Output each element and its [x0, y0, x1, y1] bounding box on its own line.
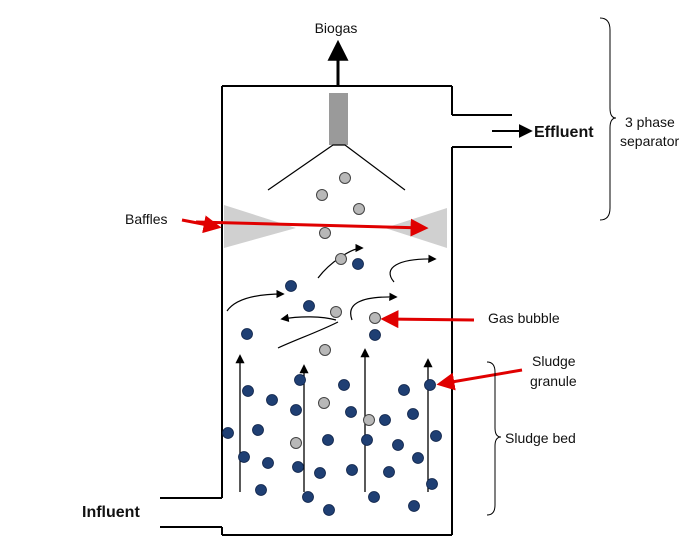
sludge-granule	[430, 430, 442, 442]
sludge-granule	[426, 478, 438, 490]
sludge-granule	[408, 500, 420, 512]
sludge-granule	[290, 404, 302, 416]
sludge-granule	[412, 452, 424, 464]
gas-bubble	[339, 172, 351, 184]
gas-bubbles	[290, 172, 381, 449]
sludge-granule	[398, 384, 410, 396]
sludge-granule	[424, 379, 436, 391]
sludge-granule	[294, 374, 306, 386]
baffle-left	[224, 205, 296, 248]
sludge-granule	[242, 385, 254, 397]
biogas-label: Biogas	[315, 20, 358, 36]
gas-bubble	[363, 414, 375, 426]
baffles-label: Baffles	[125, 211, 168, 227]
sludge-granule	[285, 280, 297, 292]
gas-bubble	[318, 397, 330, 409]
sludge-granule	[345, 406, 357, 418]
separator-label-line2: separator	[620, 133, 679, 149]
swirl-arrow	[226, 289, 285, 312]
sludge-granule	[241, 328, 253, 340]
sludge-granule	[383, 466, 395, 478]
sludge-granule	[302, 491, 314, 503]
separator-brace	[599, 17, 617, 221]
gas-collection-hood	[267, 144, 406, 191]
gas-bubble	[330, 306, 342, 318]
sludge-granule	[266, 394, 278, 406]
sludge-granule	[255, 484, 267, 496]
sludge-granule	[292, 461, 304, 473]
sludge-granule	[392, 439, 404, 451]
granule-pointer-arrow	[436, 368, 523, 391]
sludge-granule	[303, 300, 315, 312]
pointer-arrows	[181, 215, 523, 391]
effluent-label: Effluent	[534, 124, 594, 141]
sludge-granule	[338, 379, 350, 391]
sludge-granule-label-line2: granule	[530, 373, 577, 389]
swirl-arrows	[226, 243, 437, 349]
gas-bubble	[316, 189, 328, 201]
gas-bubble	[335, 253, 347, 265]
gas-bubble	[319, 227, 331, 239]
swirl-arrow	[277, 321, 339, 349]
gas-bubble	[369, 312, 381, 324]
sludge-granule	[262, 457, 274, 469]
separator-label-line1: 3 phase	[625, 114, 675, 130]
swirl-arrow	[350, 292, 398, 321]
sludge-granule	[252, 424, 264, 436]
reactor-vessel	[160, 85, 512, 536]
sludge-granule-label-line1: Sludge	[532, 353, 576, 369]
sludge-granule	[407, 408, 419, 420]
upflow-arrows	[235, 348, 433, 492]
swirl-arrow	[280, 313, 337, 323]
sludge-granule	[346, 464, 358, 476]
sludge-granule	[361, 434, 373, 446]
sludge-granule	[352, 258, 364, 270]
sludge-bed-brace	[486, 361, 502, 516]
sludge-granule	[369, 329, 381, 341]
sludge-granule	[379, 414, 391, 426]
sludge-granules	[222, 258, 442, 516]
sludge-granule	[222, 427, 234, 439]
sludge-bed-label: Sludge bed	[505, 430, 576, 446]
sludge-granule	[322, 434, 334, 446]
gas-bubble-pointer-arrow	[380, 310, 475, 329]
sludge-granule	[323, 504, 335, 516]
influent-label: Influent	[82, 504, 140, 521]
gas-bubble	[319, 344, 331, 356]
sludge-granule	[314, 467, 326, 479]
swirl-arrow	[389, 254, 437, 283]
gas-bubble	[353, 203, 365, 215]
baffles-pointer-arrow	[195, 218, 429, 237]
gas-bubble	[290, 437, 302, 449]
gas-bubble-label: Gas bubble	[488, 310, 560, 326]
gas-collection-pipe	[329, 93, 348, 145]
sludge-granule	[368, 491, 380, 503]
sludge-granule	[238, 451, 250, 463]
